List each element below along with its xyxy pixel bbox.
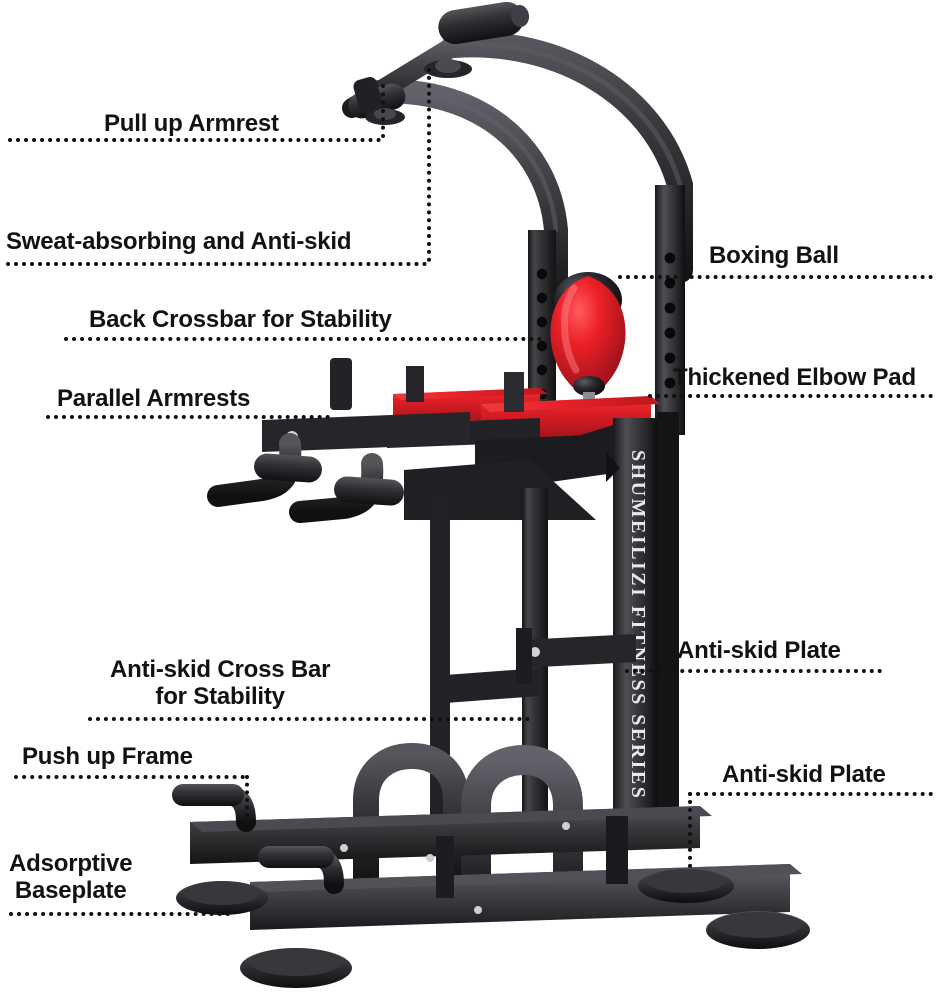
callout-label-line: Anti-skid Cross Bar — [110, 656, 331, 683]
mid-cross-bars — [432, 628, 636, 704]
callout-label-push-up-frame: Push up Frame — [22, 743, 193, 771]
pad-riser-right — [504, 372, 524, 412]
boxing-ball-bottom-cap — [573, 376, 605, 396]
anti-skid-cross-bar-lower — [432, 668, 540, 704]
callout-label-line: for Stability — [155, 682, 285, 710]
sweat-absorbing-grip — [438, 1, 530, 45]
anti-skid-cross-bar-upper — [520, 634, 636, 668]
callout-label-line: Thickened Elbow Pad — [673, 364, 916, 391]
tertiary-column — [430, 498, 450, 818]
rear-arch — [461, 744, 583, 892]
lower-arch-frame — [353, 742, 583, 892]
callout-label-anti-skid-plate-upper: Anti-skid Plate — [677, 637, 841, 665]
callout-label-boxing-ball: Boxing Ball — [709, 242, 839, 270]
front-arch — [353, 742, 469, 880]
callout-label-back-crossbar-for-stability: Back Crossbar for Stability — [89, 306, 392, 334]
callout-label-line: Baseplate — [14, 876, 127, 904]
callout-label-line: Anti-skid Plate — [722, 761, 886, 788]
armrest-riser — [330, 358, 352, 410]
callout-label-line: Adsorptive — [9, 850, 133, 877]
callout-label-pull-up-armrest: Pull up Armrest — [104, 110, 279, 138]
callout-label-sweat-absorbing-anti-skid: Sweat-absorbing and Anti-skid — [6, 228, 352, 256]
callout-label-line: Anti-skid Plate — [677, 637, 841, 664]
callout-label-line: Sweat-absorbing and Anti-skid — [6, 228, 352, 255]
main-column: SHUMEILIZI FITNESS SERIES — [430, 412, 679, 828]
pad-riser-left — [406, 366, 424, 402]
adsorptive-baseplates — [176, 869, 810, 988]
parallel-armrests — [207, 433, 404, 523]
callout-label-parallel-armrests: Parallel Armrests — [57, 385, 251, 413]
main-column-front — [613, 418, 657, 818]
callout-label-anti-skid-plate-lower: Anti-skid Plate — [722, 761, 886, 789]
callout-label-thickened-elbow-pad: Thickened Elbow Pad — [673, 364, 916, 392]
boxing-ball-body — [550, 276, 626, 393]
main-column-side — [657, 412, 679, 818]
callout-label-line: Back Crossbar for Stability — [89, 306, 392, 333]
callout-label-line: Parallel Armrests — [57, 385, 251, 412]
callout-label-line: Pull up Armrest — [104, 110, 279, 137]
pull-up-bar-assembly — [342, 1, 693, 302]
armrest-carrier — [262, 412, 470, 452]
callout-label-line: Push up Frame — [22, 743, 193, 770]
callout-label-line: Boxing Ball — [709, 242, 839, 269]
brand-vertical-text: SHUMEILIZI FITNESS SERIES — [627, 450, 649, 800]
